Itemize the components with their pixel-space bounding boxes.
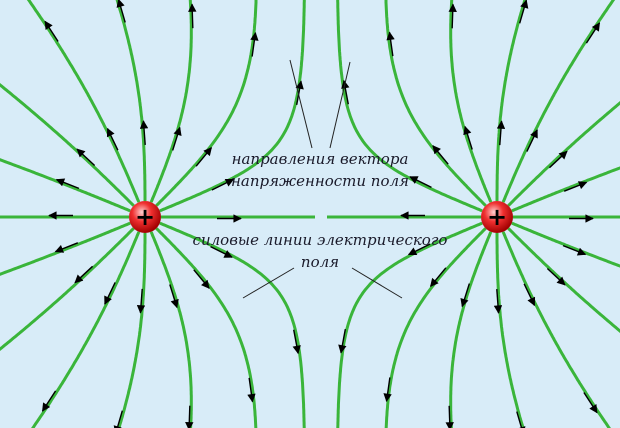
field-vector-arrow [523,283,536,307]
field-vector-arrow [432,145,449,165]
field-vector-arrow [136,288,146,314]
charge-ball [481,201,513,233]
field-line [159,0,306,213]
vector-direction-label-2: напряженности поля [231,172,409,190]
field-line [449,0,493,203]
charge-ball [129,201,161,233]
field-line [336,0,483,213]
field-vector-arrow [526,129,538,152]
left-charge: + [129,201,161,233]
vector-direction-label-1: направления вектора [231,150,409,168]
field-vector-arrow [585,22,601,44]
field-line [26,0,141,203]
field-vector-arrow [41,390,57,412]
field-vector-arrow [295,80,304,105]
field-line [384,0,487,207]
field-vector-arrow [445,405,454,428]
field-vector-arrow [383,377,392,403]
field-line [117,233,147,428]
field-vector-arrow [563,181,588,192]
field-vector-arrow [210,246,233,258]
field-vector-arrow [104,282,116,305]
field-line [159,221,306,428]
pointer-line [289,59,313,149]
field-vector-arrow [493,289,503,314]
field-lines-label-2: поля [300,253,340,271]
field-line [495,0,527,201]
field-vector-arrow [562,244,587,256]
field-line [501,231,611,428]
field-vector-arrow [407,243,431,256]
field-vector-arrow [463,125,473,150]
field-vector-arrow [247,377,256,403]
field-line [511,221,620,268]
field-vector-arrow [583,392,598,414]
field-line [507,101,620,207]
field-vector-arrow [55,178,80,190]
field-vector-arrow [516,411,526,428]
right-charge: + [481,201,513,233]
field-vector-arrow [169,284,179,309]
field-line [115,0,147,201]
field-vector-arrow [460,283,471,308]
field-vector-arrow [116,0,126,23]
field-vector-arrow [448,3,457,29]
field-vector-arrow [250,31,259,57]
field-vector-arrow [338,329,347,354]
field-vector-arrow [193,269,210,289]
field-vector-arrow [496,120,506,146]
field-line [155,0,258,207]
field-vector-arrow [76,148,96,166]
field-vector-arrow [519,0,529,24]
field-vector-arrow [548,150,568,169]
field-vector-arrow [171,126,182,151]
field-lines-label-1: силовые линии электрического [192,231,448,249]
pointer-line [242,267,295,299]
field-vector-arrow [139,120,149,145]
plus-sign: + [487,203,507,231]
field-vector-arrow [386,31,395,57]
plus-sign: + [135,203,155,231]
field-line [501,0,616,203]
pointer-line [329,61,351,149]
field-vector-arrow [195,147,212,167]
field-vector-arrow [44,20,59,42]
field-line [0,227,135,351]
field-line [511,166,620,213]
field-vector-arrow [54,242,79,253]
field-vector-arrow [74,265,94,284]
field-line [507,227,620,333]
field-line [149,231,193,428]
field-line [0,83,135,207]
field-line [149,0,193,203]
field-line [449,231,493,428]
field-vector-arrow [546,268,566,286]
field-line [31,231,141,428]
field-vector-arrow [409,176,432,188]
field-vector-arrow [292,329,301,355]
field-line [495,233,525,428]
field-vector-arrow [430,267,447,287]
field-vector-arrow [106,127,119,151]
pointer-line [351,267,403,299]
field-vector-arrow [113,410,123,428]
field-vector-arrow [211,178,235,191]
field-line [336,221,483,428]
field-vector-arrow [188,3,197,29]
field-vector-arrow [185,405,194,428]
